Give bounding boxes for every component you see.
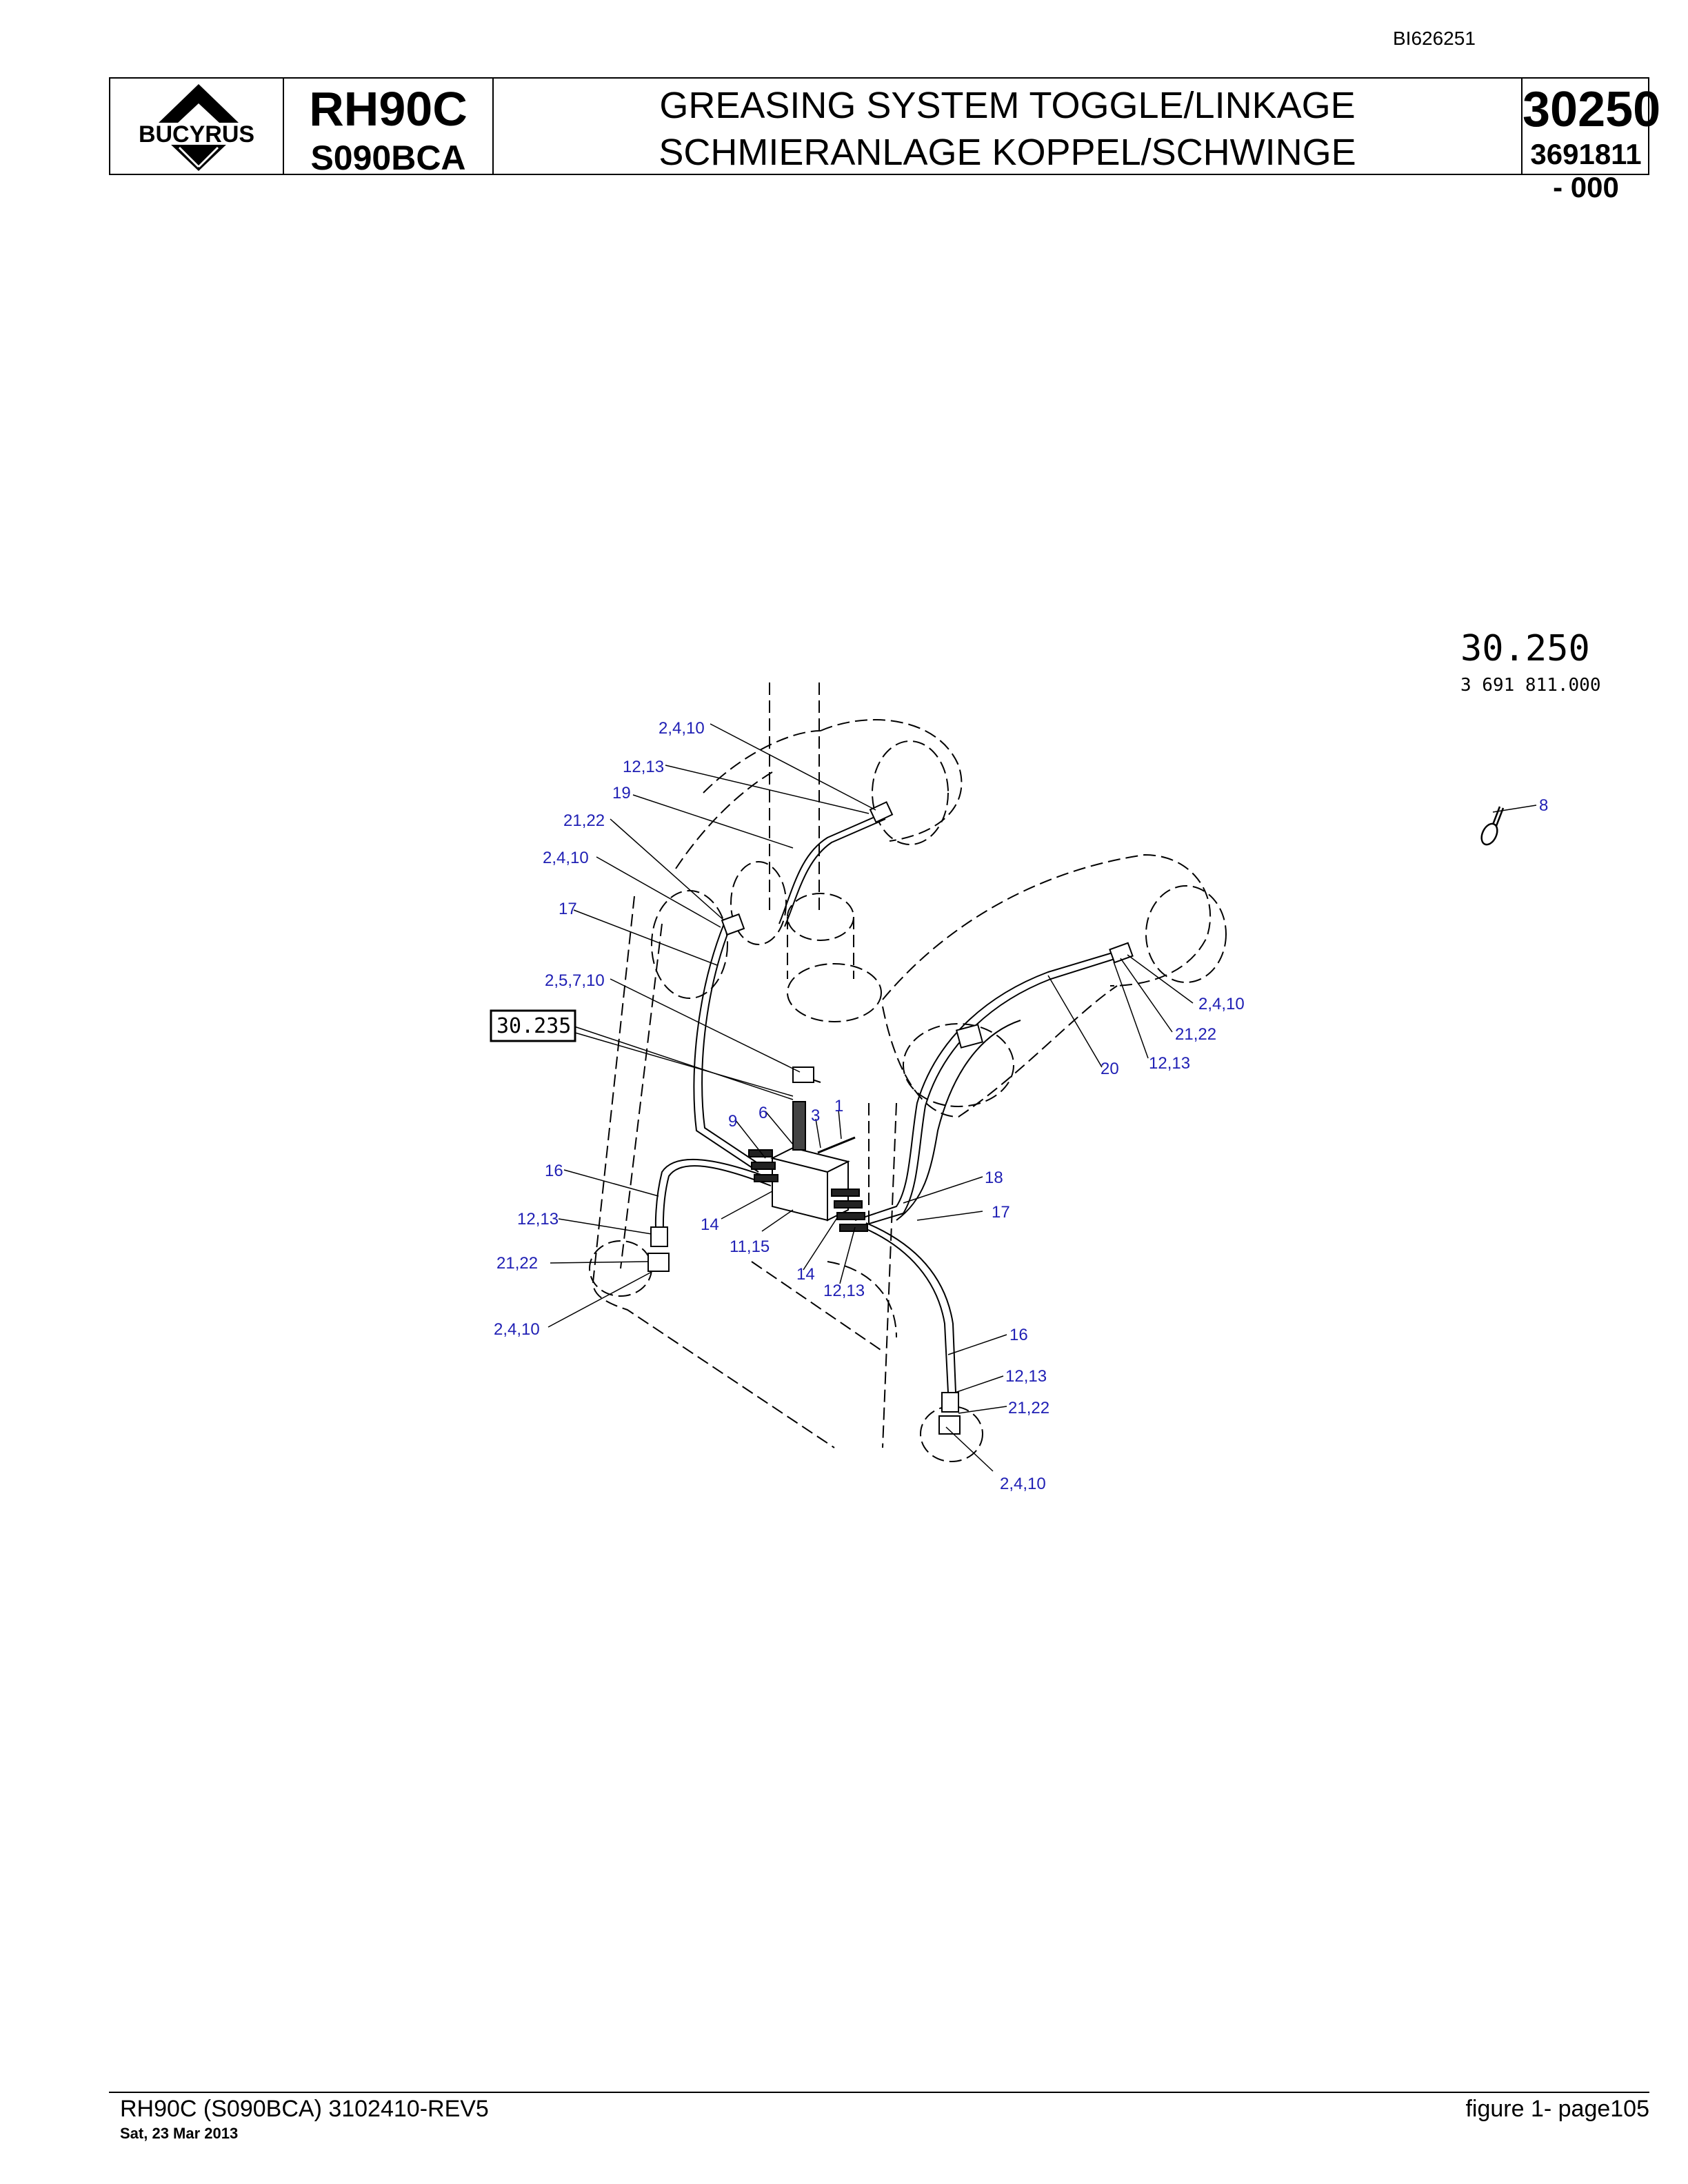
callout-label: 11,15 <box>730 1237 770 1256</box>
callout-label: 16 <box>1009 1326 1028 1344</box>
callout-label: 1 <box>834 1097 843 1115</box>
footer-page: figure 1- page105 <box>1465 2096 1649 2122</box>
fittings <box>647 801 1134 1435</box>
grease-nipple <box>792 1101 806 1151</box>
fitting-bottom-elbow <box>938 1415 961 1435</box>
fitting-center <box>792 1066 814 1083</box>
callout-label: 12,13 <box>517 1210 559 1228</box>
callout-label: 6 <box>758 1104 767 1122</box>
bolt <box>817 1136 856 1154</box>
callout-label: 21,22 <box>1175 1025 1216 1044</box>
footer-document-ref: RH90C (S090BCA) 3102410-REV5 <box>120 2096 489 2122</box>
logo-cell: BUCYRUS <box>110 79 284 174</box>
fitting-top-left <box>721 913 745 936</box>
grease-hoses <box>654 813 1122 1393</box>
title-block: BUCYRUS RH90C S090BCA GREASING SYSTEM TO… <box>109 77 1661 203</box>
outlet-fitting <box>754 1174 778 1182</box>
logo-stripe <box>197 146 219 168</box>
cotter-pin-icon <box>1480 806 1505 846</box>
number-cell: 30250 3691811 - 000 <box>1523 79 1661 203</box>
title-english: GREASING SYSTEM TOGGLE/LINKAGE <box>659 85 1356 126</box>
outlet-fitting <box>836 1212 865 1220</box>
callout-label: 12,13 <box>1005 1367 1047 1386</box>
logo-mountain-notch <box>178 103 219 123</box>
callout-label: 17 <box>559 900 577 918</box>
callout-label: 17 <box>992 1203 1010 1222</box>
logo-lower-shape <box>170 143 228 171</box>
callout-label: 2,4,10 <box>659 719 705 738</box>
callout-label: 2,4,10 <box>494 1320 540 1339</box>
callout-label: 14 <box>701 1215 719 1234</box>
outlet-fitting <box>839 1224 868 1232</box>
document-id: BI626251 <box>1393 28 1476 49</box>
reference-box <box>490 1009 576 1042</box>
fitting-left <box>650 1226 668 1247</box>
callout-label: 21,22 <box>563 811 605 830</box>
callout-label: 12,13 <box>823 1282 865 1300</box>
model-cell: RH90C S090BCA <box>284 79 494 177</box>
fitting-left-elbow <box>647 1253 670 1272</box>
footer-rule <box>109 2092 1649 2093</box>
logo-stripe <box>178 146 200 168</box>
model-name: RH90C <box>309 82 468 136</box>
machine-outline <box>589 682 1227 1462</box>
callout-label: 16 <box>545 1162 563 1180</box>
reference-leader <box>574 1032 794 1097</box>
logo-band <box>119 123 274 145</box>
fitting-far-right <box>1109 942 1134 964</box>
outlet-fitting <box>834 1200 863 1209</box>
fitting-bottom <box>941 1392 959 1413</box>
drawing-number: 30.250 <box>1460 628 1590 669</box>
leader-lines <box>547 723 1537 1472</box>
fitting-right-boss <box>955 1024 984 1049</box>
callout-label: 20 <box>1101 1060 1119 1078</box>
fitting-top-right <box>869 801 894 823</box>
outlet-fitting <box>748 1149 773 1157</box>
reference-box-label: 30.235 <box>496 1014 571 1038</box>
callout-label: 12,13 <box>1149 1054 1190 1073</box>
callout-label: 21,22 <box>1008 1399 1049 1417</box>
callout-label: 18 <box>985 1169 1003 1187</box>
callout-label: 8 <box>1539 796 1548 815</box>
group-number: 30250 <box>1523 82 1661 137</box>
outlet-fitting <box>751 1162 776 1170</box>
bucyrus-logo: BUCYRUS <box>119 84 274 171</box>
callout-label: 14 <box>796 1265 815 1284</box>
outlet-fitting <box>831 1189 860 1197</box>
callout-label: 2,5,7,10 <box>545 971 605 990</box>
drawing-part-number: 3 691 811.000 <box>1460 675 1601 696</box>
title-german: SCHMIERANLAGE KOPPEL/SCHWINGE <box>659 132 1356 173</box>
footer-date: Sat, 23 Mar 2013 <box>120 2125 239 2142</box>
callout-label: 2,4,10 <box>1000 1475 1046 1493</box>
part-number: 3691811 - 000 <box>1530 138 1642 203</box>
callout-label: 2,4,10 <box>543 849 589 867</box>
callout-label: 3 <box>811 1106 820 1125</box>
callout-label: 9 <box>728 1112 737 1131</box>
callouts: 2,4,10 12,13 19 21,22 2,4,10 17 2,5,7,10… <box>494 719 1548 1493</box>
serial-code: S090BCA <box>310 139 466 177</box>
callout-label: 2,4,10 <box>1198 995 1245 1013</box>
logo-text: BUCYRUS <box>139 121 254 148</box>
callout-label: 19 <box>612 784 631 802</box>
callout-label: 21,22 <box>496 1254 538 1273</box>
title-cell: GREASING SYSTEM TOGGLE/LINKAGE SCHMIERAN… <box>494 79 1523 174</box>
callout-label: 12,13 <box>623 758 664 776</box>
